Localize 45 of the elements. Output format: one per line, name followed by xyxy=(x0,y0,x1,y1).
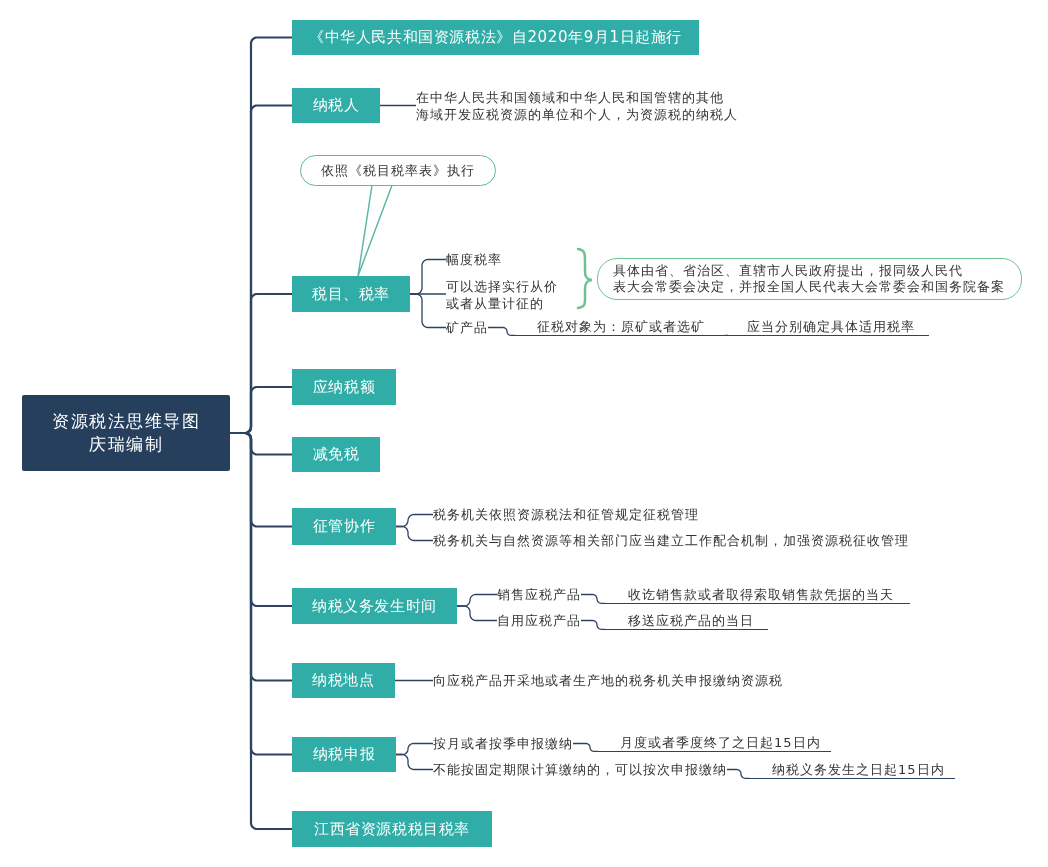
underlined-topic-text: 纳税义务发生之日起15日内 xyxy=(750,761,955,779)
connector-line xyxy=(395,753,434,771)
topic-text: 税务机关与自然资源等相关部门应当建立工作配合机制，加强资源税征收管理 xyxy=(433,532,909,549)
topic-box: 减免税 xyxy=(292,437,380,472)
connector-line xyxy=(487,326,516,336)
connector-line xyxy=(394,679,434,682)
topic-text: 销售应税产品 xyxy=(497,586,581,603)
topic-text: 幅度税率 xyxy=(446,251,502,268)
callout-bubble: 依照《税目税率表》执行 xyxy=(300,155,496,186)
topic-text: 可以选择实行从价或者从量计征的 xyxy=(446,278,558,312)
topic-box: 江西省资源税税目税率 xyxy=(292,811,492,847)
connector-line xyxy=(395,525,434,542)
topic-text: 按月或者按季申报缴纳 xyxy=(433,735,573,752)
connector-line xyxy=(726,768,751,779)
root-topic-box xyxy=(22,395,230,471)
topic-text: 资源税法思维导图 xyxy=(52,410,200,433)
topic-box: 纳税义务发生时间 xyxy=(292,588,457,624)
connector-line xyxy=(456,605,498,622)
topic-text: 税务机关依照资源税法和征管规定征税管理 xyxy=(433,506,699,523)
topic-text: 庆瑞编制 xyxy=(89,433,163,456)
topic-box: 税目、税率 xyxy=(292,276,410,312)
connector-line xyxy=(580,619,606,630)
connector-line xyxy=(580,593,606,604)
topic-text: 向应税产品开采地或者生产地的税务机关申报缴纳资源税 xyxy=(433,672,783,689)
connector-line xyxy=(409,293,447,329)
topic-box: 纳税人 xyxy=(292,88,380,123)
underlined-topic-text: 征税对象为：原矿或者选矿 xyxy=(515,318,725,336)
connector-line xyxy=(724,334,729,336)
topic-text: 在中华人民共和国领域和中华人民和国管辖的其他海域开发应税资源的单位和个人，为资源税的纳税人 xyxy=(416,89,738,123)
connector-line xyxy=(572,742,599,752)
summary-bubble: 具体由省、省治区、直辖市人民政府提出，报同级人民代表大会常委会决定，并报全国人民代表大会常委会和国务院备案 xyxy=(597,258,1022,300)
topic-text: 自用应税产品 xyxy=(497,612,581,629)
connector-line xyxy=(230,431,292,831)
connector-line xyxy=(379,104,417,107)
topic-box: 《中华人民共和国资源税法》自2020年9月1日起施行 xyxy=(292,20,699,55)
topic-box: 纳税地点 xyxy=(292,663,395,698)
topic-box: 征管协作 xyxy=(292,508,396,545)
underlined-topic-text: 月度或者季度终了之日起15日内 xyxy=(598,734,831,752)
topic-box: 纳税申报 xyxy=(292,737,396,772)
topic-box: 应纳税额 xyxy=(292,369,396,405)
topic-text: 矿产品 xyxy=(446,319,488,336)
underlined-topic-text: 应当分别确定具体适用税率 xyxy=(728,318,929,336)
topic-text: 不能按固定期限计算缴纳的，可以按次申报缴纳 xyxy=(433,761,727,778)
underlined-topic-text: 移送应税产品的当日 xyxy=(605,612,768,630)
underlined-topic-text: 收讫销售款或者取得索取销售款凭据的当天 xyxy=(605,586,910,604)
